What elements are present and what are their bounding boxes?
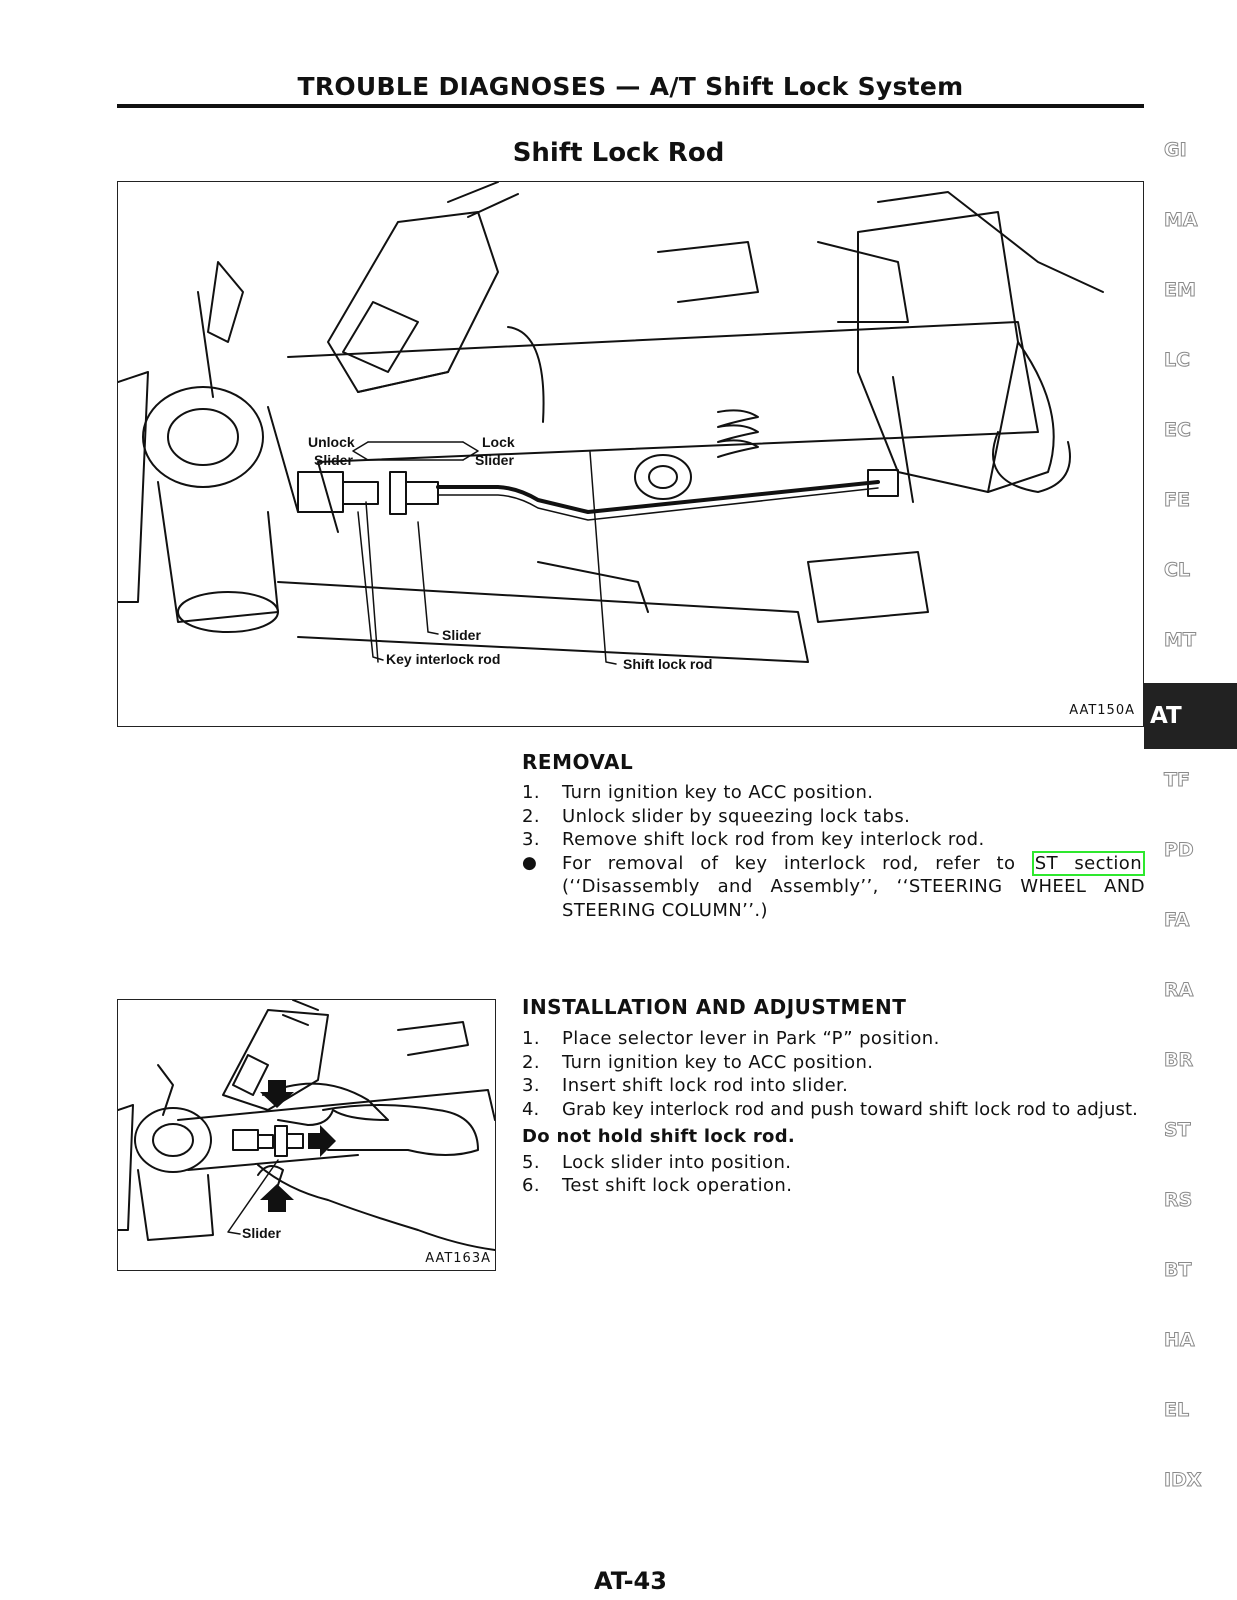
installation-steps: 1.Place selector lever in Park “P” posit… [522,1027,1145,1198]
tab-em[interactable]: EM [1164,279,1197,302]
tab-cl[interactable]: CL [1164,559,1191,582]
install-step: 6.Test shift lock operation. [522,1175,793,1196]
header-rule [117,104,1144,108]
install-step: 5.Lock slider into position. [522,1151,792,1173]
tab-rs[interactable]: RS [1164,1189,1193,1212]
tab-lc[interactable]: LC [1164,349,1191,372]
removal-step: 1.Turn ignition key to ACC position. [522,782,874,803]
removal-step: 3.Remove shift lock rod from key interlo… [522,829,985,850]
tab-bt[interactable]: BT [1164,1259,1192,1282]
install-step: 4.Grab key interlock rod and push toward… [522,1098,1138,1120]
installation-heading: INSTALLATION AND ADJUSTMENT [522,995,907,1019]
label-slider: Slider [442,627,481,643]
label-shift-lock-rod: Shift lock rod [623,656,712,672]
removal-heading: REMOVAL [522,750,634,774]
tab-ma[interactable]: MA [1164,209,1199,232]
page-header-title: TROUBLE DIAGNOSES — A/T Shift Lock Syste… [297,72,964,101]
tab-pd[interactable]: PD [1164,839,1195,862]
label-key-interlock-rod: Key interlock rod [386,651,500,667]
figure-code: AAT150A [1069,703,1135,718]
install-step: 2.Turn ignition key to ACC position. [522,1051,874,1073]
label-unlock-slider: Slider [314,452,353,468]
removal-note: ●For removal of key interlock rod, refer… [522,850,1145,921]
page-number: AT-43 [594,1567,667,1595]
tab-el[interactable]: EL [1164,1399,1190,1422]
label-lock-slider: Slider [475,452,514,468]
bullet-icon: ● [522,852,538,873]
illustration-drawing: Unlock Slider Lock Slider Slider Key int… [118,182,1104,672]
section-title: Shift Lock Rod [512,138,725,168]
tab-fe[interactable]: FE [1164,489,1191,512]
slider-adjustment-illustration: Slider AAT163A [117,999,496,1271]
figure-code-2: AAT163A [425,1251,491,1266]
warning-text: Do not hold shift lock rod. [522,1126,796,1147]
tab-st[interactable]: ST [1164,1119,1192,1142]
tab-tf[interactable]: TF [1164,769,1191,792]
tab-ha[interactable]: HA [1164,1329,1196,1352]
tab-idx[interactable]: IDX [1164,1469,1203,1492]
removal-step: 2.Unlock slider by squeezing lock tabs. [522,805,911,827]
tab-br[interactable]: BR [1164,1049,1194,1072]
label-unlock: Unlock [308,434,355,450]
illustration-drawing-2: Slider [118,1000,495,1251]
removal-steps: 1.Turn ignition key to ACC position. 2.U… [522,781,1145,922]
install-step: 3.Insert shift lock rod into slider. [522,1075,849,1096]
tab-ra[interactable]: RA [1164,979,1194,1002]
tab-fa[interactable]: FA [1164,909,1191,932]
tab-mt[interactable]: MT [1164,629,1197,652]
label-slider-2: Slider [242,1225,281,1241]
label-lock: Lock [482,434,515,450]
tab-gi[interactable]: GI [1164,139,1188,162]
tab-at-active[interactable]: AT [1144,683,1237,749]
tab-ec[interactable]: EC [1164,419,1192,442]
st-section-link[interactable]: ST section [1031,850,1145,876]
shift-lock-rod-illustration: Unlock Slider Lock Slider Slider Key int… [117,181,1144,727]
install-step: 1.Place selector lever in Park “P” posit… [522,1028,940,1049]
